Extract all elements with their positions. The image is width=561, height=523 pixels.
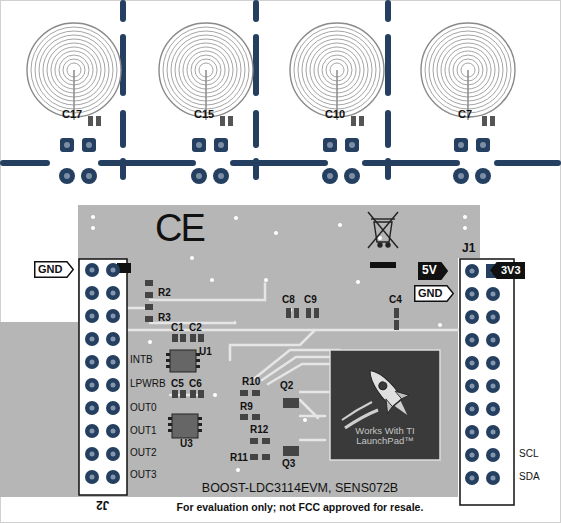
power-label: 3V3: [490, 262, 525, 276]
connector-name: J1: [462, 242, 475, 255]
pin-name: OUT3: [130, 469, 157, 480]
callout-number: C1: [171, 322, 184, 333]
callout-number: R12: [250, 424, 268, 435]
callout-number: C2: [189, 322, 202, 333]
callout-number: R11: [230, 452, 248, 463]
tag-shape: [419, 263, 448, 280]
tag-shape: [415, 286, 454, 302]
pin-name: OUT2: [130, 447, 157, 458]
power-label: GND: [34, 261, 74, 275]
pin-name: SCL: [519, 448, 538, 459]
vias: [91, 215, 468, 473]
callout-number: C15: [194, 108, 214, 120]
power-tag: GND: [414, 285, 454, 302]
pin-name: LPWRB: [130, 378, 166, 389]
power-label: 5V: [418, 262, 448, 277]
board-name: BOOST-LDC3114EVM, SENS072B: [202, 482, 398, 496]
launchpad-logo: [330, 350, 440, 460]
callout-number: R10: [242, 376, 260, 387]
callout-number: C10: [325, 108, 345, 120]
header-j1: [460, 259, 514, 505]
callout-number: C7: [458, 108, 472, 120]
ground-bars: [0, 0, 561, 180]
callout-number: C9: [304, 294, 317, 305]
tag-shape: [491, 263, 525, 279]
logo-text: Works With TI LaunchPad™: [332, 426, 438, 447]
power-tag: 3V3: [490, 262, 525, 279]
callout-number: C4: [389, 294, 402, 305]
callout-number: R3: [158, 312, 171, 323]
pin-name: OUT1: [130, 425, 157, 436]
callout-number: R2: [158, 287, 171, 298]
callout-number: C5: [171, 378, 184, 389]
power-tag: GND: [34, 261, 74, 278]
weee-symbol: [368, 212, 398, 248]
tag-shape: [35, 262, 74, 278]
power-label: GND: [414, 285, 454, 299]
callout-number: C17: [62, 108, 82, 120]
connector-name: J2: [96, 498, 109, 511]
pin-name: SDA: [519, 471, 540, 482]
board-fill: [0, 205, 480, 497]
callout-number: Q2: [280, 380, 293, 391]
power-tag: 5V: [418, 262, 448, 280]
note: For evaluation only; not FCC approved fo…: [177, 502, 424, 514]
header-j2: [79, 259, 131, 495]
logo-box: Works With TI LaunchPad™: [332, 426, 438, 449]
callout-number: C8: [282, 294, 295, 305]
callout-number: Q3: [282, 458, 295, 469]
pin-name: INTB: [130, 354, 153, 365]
callout-number: U1: [199, 346, 212, 357]
callout-number: U3: [180, 438, 193, 449]
callout-number: R9: [240, 401, 253, 412]
callout-number: C6: [189, 378, 202, 389]
ic-package: [166, 350, 202, 438]
cert-mark: CE: [155, 209, 204, 247]
pin-name: OUT0: [130, 402, 157, 413]
